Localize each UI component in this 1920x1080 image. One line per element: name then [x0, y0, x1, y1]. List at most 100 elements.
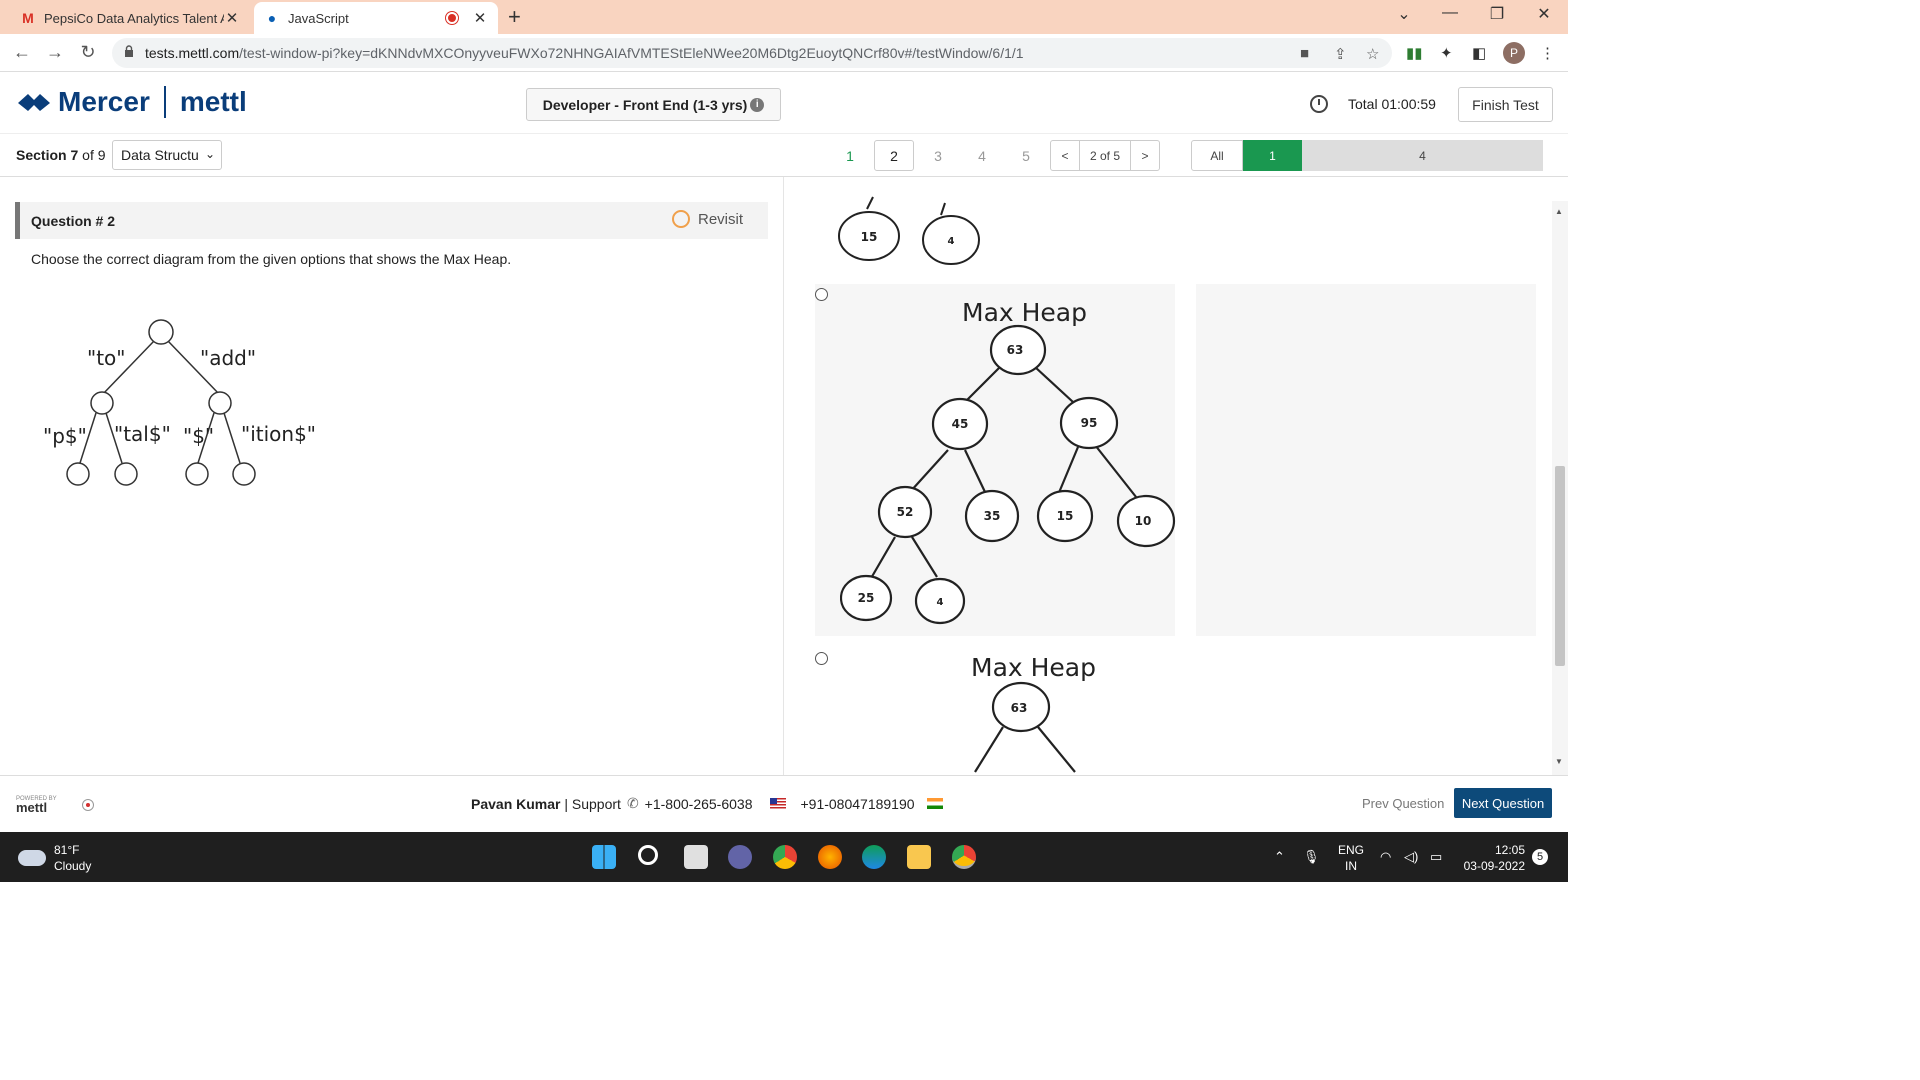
lang-region: IN	[1345, 859, 1357, 873]
restore-button[interactable]: ❐	[1489, 6, 1505, 23]
weather-widget[interactable]: 81°F Cloudy	[18, 842, 91, 874]
reload-icon[interactable]: ↻	[80, 42, 96, 62]
options-scrollbar[interactable]: ▲ ▼	[1552, 201, 1568, 775]
heap-node: 4	[937, 597, 944, 608]
chevron-down-icon: ⌄	[204, 147, 215, 161]
scroll-up-icon[interactable]: ▲	[1555, 207, 1563, 216]
side-panel-icon[interactable]: ◧	[1472, 45, 1487, 62]
clock-date[interactable]: 12:05 03-09-2022	[1460, 842, 1525, 874]
logo-divider	[163, 86, 166, 118]
question-text: Choose the correct diagram from the give…	[31, 251, 512, 267]
share-icon[interactable]: ⇪	[1334, 46, 1347, 63]
tray-chevron-icon[interactable]: ⌃	[1274, 849, 1285, 864]
section-dropdown[interactable]: Data Structu ⌄	[112, 140, 222, 170]
option-a-blank	[1196, 284, 1536, 636]
search-icon[interactable]	[638, 845, 658, 865]
url-path: /test-window-pi?key=dKNNdvMXCOnyyveuFWXo…	[239, 45, 1024, 61]
lock-icon	[125, 45, 133, 57]
section-of: of 9	[82, 147, 106, 163]
minimize-button[interactable]: —	[1442, 4, 1458, 21]
microphone-icon[interactable]: 🎙	[1303, 849, 1320, 864]
new-tab-button[interactable]: +	[508, 4, 521, 29]
menu-icon[interactable]: ⋮	[1540, 45, 1555, 62]
chrome-profile-icon[interactable]	[952, 845, 976, 869]
task-view-icon[interactable]	[684, 845, 708, 869]
extension-chart-icon[interactable]: ▮▮	[1406, 45, 1423, 62]
url-host: tests.mettl.com	[145, 45, 240, 61]
prev-question-button[interactable]: Prev Question	[1362, 796, 1445, 811]
section-current: 7	[70, 147, 79, 163]
firefox-icon[interactable]	[818, 845, 842, 869]
taskbar-date: 03-09-2022	[1463, 859, 1525, 873]
weather-condition: Cloudy	[54, 859, 92, 873]
brand-mettl: mettl	[179, 86, 247, 117]
scroll-down-icon[interactable]: ▼	[1555, 757, 1563, 766]
question-title: Question # 2	[31, 213, 116, 229]
powered-by-label: POWERED BY	[16, 796, 57, 802]
heap-node: 15	[1057, 509, 1074, 523]
support-label: | Support	[564, 795, 621, 812]
mercer-logo-icon	[18, 94, 50, 111]
battery-icon[interactable]: ▭	[1430, 849, 1443, 864]
puzzle-icon[interactable]: ✦	[1440, 45, 1453, 62]
trie-edge-label: "to"	[87, 346, 125, 370]
mettl-icon: ●	[267, 10, 277, 26]
question-nav-2[interactable]: 2	[874, 140, 914, 171]
question-nav-5[interactable]: 5	[1022, 147, 1030, 164]
trie-edge-label: "tal$"	[114, 422, 171, 446]
user-name: Pavan Kumar	[471, 795, 561, 812]
bookmark-star-icon[interactable]: ☆	[1366, 46, 1380, 63]
us-flag-icon	[770, 798, 787, 809]
brand-mercer: Mercer	[58, 86, 150, 117]
revisit-label: Revisit	[697, 210, 743, 228]
forward-icon[interactable]: →	[46, 42, 64, 62]
volume-icon[interactable]: ◁)	[1404, 849, 1419, 864]
teams-icon[interactable]	[728, 845, 752, 869]
tab-search-icon[interactable]: ⌄	[1397, 6, 1411, 23]
file-explorer-icon[interactable]	[907, 845, 931, 869]
scroll-thumb[interactable]	[1555, 466, 1565, 666]
pager-prev-button[interactable]: <	[1061, 148, 1069, 163]
pager-next-button[interactable]: >	[1141, 148, 1149, 163]
app-header: Mercer mettl Developer - Front End (1-3 …	[0, 72, 1568, 134]
timer: Total 01:00:59	[1348, 96, 1436, 112]
notification-badge[interactable]: 5	[1532, 849, 1548, 865]
option-b-radio[interactable]	[815, 652, 828, 665]
start-icon[interactable]	[592, 845, 616, 869]
tab-gmail[interactable]: M PepsiCo Data Analytics Talent Ac ✕	[10, 2, 250, 34]
revisit-button[interactable]: Revisit	[671, 210, 743, 228]
camera-icon[interactable]: ■	[1300, 45, 1310, 62]
section-prefix: Section	[16, 147, 67, 163]
pager-status: 2 of 5	[1079, 141, 1131, 170]
question-pane: Question # 2 Revisit Choose the correct …	[0, 177, 784, 775]
edge-icon[interactable]	[862, 845, 886, 869]
browser-tab-bar: M PepsiCo Data Analytics Talent Ac ✕ ● J…	[0, 0, 1568, 34]
option-a-radio[interactable]	[815, 288, 828, 301]
chrome-icon[interactable]	[773, 845, 797, 869]
url-field[interactable]: tests.mettl.com/test-window-pi?key=dKNNd…	[112, 38, 1392, 68]
option-b-heap-diagram: Max Heap 63	[971, 653, 1096, 773]
filter-answered[interactable]: 1	[1243, 140, 1302, 171]
footer: POWERED BY mettl Pavan Kumar | Support ✆…	[0, 775, 1568, 832]
question-nav-3[interactable]: 3	[934, 147, 942, 164]
back-icon[interactable]: ←	[13, 42, 31, 62]
wifi-icon[interactable]: ◠	[1380, 849, 1392, 864]
language-indicator[interactable]: ENG IN	[1338, 842, 1364, 874]
question-nav-4[interactable]: 4	[978, 147, 986, 164]
next-question-button[interactable]: Next Question	[1454, 788, 1552, 818]
question-filter: All 1 4	[1191, 140, 1543, 171]
close-tab-icon[interactable]: ✕	[473, 10, 487, 27]
filter-unanswered[interactable]: 4	[1302, 140, 1543, 171]
option-a-heap-diagram: Max Heap 63 45 95 52 35	[840, 298, 1176, 625]
profile-avatar[interactable]: P	[1503, 42, 1525, 64]
tab-javascript[interactable]: ● JavaScript ✕	[254, 2, 498, 34]
close-tab-icon[interactable]: ✕	[225, 10, 239, 27]
logo: Mercer mettl	[16, 86, 247, 118]
info-icon[interactable]: i	[750, 97, 765, 112]
filter-all[interactable]: All	[1191, 140, 1243, 171]
close-window-button[interactable]: ✕	[1537, 6, 1551, 23]
heap-node: 95	[1081, 416, 1098, 430]
finish-test-button[interactable]: Finish Test	[1458, 87, 1553, 122]
question-nav-1[interactable]: 1	[846, 147, 854, 164]
section-label: Section 7 of 9	[16, 147, 106, 163]
